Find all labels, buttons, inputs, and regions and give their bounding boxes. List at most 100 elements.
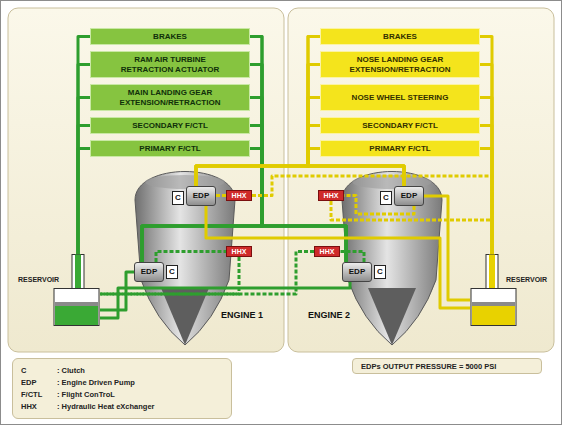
hydraulic-line bbox=[142, 149, 262, 263]
hydraulic-line bbox=[250, 126, 346, 263]
hydraulic-line bbox=[78, 37, 90, 255]
hydraulic-line bbox=[100, 282, 350, 318]
node-text: EDP bbox=[349, 267, 365, 277]
node-text: NOSE WHEEL STEERING bbox=[352, 93, 449, 103]
node-text: SECONDARY F/CTL bbox=[362, 121, 438, 131]
yellow-system-consumer: PRIMARY F/CTL bbox=[320, 140, 480, 157]
yellow-system-consumer: SECONDARY F/CTL bbox=[320, 117, 480, 134]
hydraulic-line bbox=[196, 149, 320, 187]
node-text: : Engine Driven Pump bbox=[57, 378, 223, 387]
clutch-box: C bbox=[172, 191, 184, 205]
hydraulic-line bbox=[78, 149, 90, 255]
reservoir-symbol bbox=[470, 254, 552, 326]
node-text: PRIMARY F/CTL bbox=[139, 144, 200, 154]
node-text: HHX bbox=[232, 248, 247, 256]
hydraulic-line bbox=[344, 196, 414, 215]
node-text: EDP bbox=[141, 267, 157, 277]
node-text: HHX bbox=[324, 192, 339, 200]
node-text: C bbox=[21, 366, 55, 375]
yellow-system-panel bbox=[288, 8, 554, 352]
engine-nacelle bbox=[135, 172, 235, 346]
clutch-box: C bbox=[374, 265, 386, 279]
node-text: F/CTL bbox=[21, 390, 55, 399]
reservoir-body bbox=[54, 289, 99, 326]
hydraulic-line bbox=[196, 37, 320, 187]
node-text: EDPs OUTPUT PRESSURE = 5000 PSI bbox=[361, 362, 496, 371]
engine-driven-pump: EDP bbox=[134, 262, 164, 282]
node-text: : Hydraulic Heat eXchanger bbox=[57, 402, 223, 411]
heat-exchanger: HHX bbox=[318, 190, 344, 201]
hydraulic-line bbox=[480, 65, 492, 255]
hydraulic-line bbox=[142, 126, 262, 263]
exhaust-cone bbox=[161, 288, 209, 345]
reservoir-stem bbox=[72, 255, 84, 289]
note-box: EDPs OUTPUT PRESSURE = 5000 PSI bbox=[352, 358, 542, 374]
node-text: MAIN LANDING GEAR EXTENSION/RETRACTION bbox=[108, 88, 232, 108]
node-text: : Flight ConTroL bbox=[57, 390, 223, 399]
hydraulic-line bbox=[216, 194, 226, 197]
engine-driven-pump: EDP bbox=[186, 186, 216, 206]
node-text: : Clutch bbox=[57, 366, 223, 375]
engine-nacelle bbox=[342, 172, 442, 346]
hydraulic-line bbox=[308, 126, 404, 187]
hydraulic-line bbox=[252, 176, 492, 254]
exhaust-cone bbox=[368, 288, 416, 345]
hydraulic-line bbox=[100, 252, 314, 295]
node-text: BRAKES bbox=[153, 32, 187, 42]
green-system-consumer: SECONDARY F/CTL bbox=[90, 117, 250, 134]
heat-exchanger: HHX bbox=[226, 246, 252, 257]
green-system-consumer: RAM AIR TURBINE RETRACTION ACTUATOR bbox=[90, 51, 250, 78]
reservoir-piston bbox=[472, 302, 515, 306]
green-system-consumer: BRAKES bbox=[90, 28, 250, 45]
yellow-system-consumer: NOSE WHEEL STEERING bbox=[320, 84, 480, 111]
hydraulic-line bbox=[206, 206, 470, 308]
yellow-system-consumer: NOSE LANDING GEAR EXTENSION/RETRACTION bbox=[320, 51, 480, 78]
node-text: RAM AIR TURBINE RETRACTION ACTUATOR bbox=[108, 55, 232, 75]
node-text: PRIMARY F/CTL bbox=[369, 144, 430, 154]
node-text: SECONDARY F/CTL bbox=[132, 121, 208, 131]
reservoir-fluid bbox=[55, 306, 98, 325]
reservoir: RESERVOIR bbox=[18, 254, 100, 326]
node-text: HHX bbox=[21, 402, 55, 411]
hydraulic-line bbox=[78, 65, 90, 255]
hydraulic-line bbox=[250, 37, 346, 263]
node-text: C bbox=[377, 267, 383, 277]
node-text: NOSE LANDING GEAR EXTENSION/RETRACTION bbox=[338, 55, 462, 75]
node-text: C bbox=[169, 267, 175, 277]
hydraulic-line bbox=[196, 65, 320, 187]
hydraulic-line bbox=[308, 65, 404, 187]
clutch-box: C bbox=[166, 265, 178, 279]
hydraulic-line bbox=[480, 98, 492, 255]
node-text: ENGINE 2 bbox=[308, 310, 450, 320]
hydraulic-line bbox=[142, 98, 262, 263]
hydraulic-line bbox=[196, 98, 320, 187]
hydraulic-line bbox=[250, 65, 346, 263]
hydraulic-line bbox=[424, 196, 470, 300]
hydraulic-line bbox=[250, 149, 346, 263]
hydraulic-line bbox=[156, 252, 226, 263]
reservoir-stem bbox=[486, 255, 498, 289]
hydraulic-line bbox=[142, 37, 262, 263]
reservoir: RESERVOIR bbox=[470, 254, 552, 326]
hydraulic-line bbox=[196, 126, 320, 187]
node-text: RESERVOIR bbox=[506, 276, 552, 284]
engine-driven-pump: EDP bbox=[394, 186, 424, 206]
hydraulic-line bbox=[78, 98, 90, 255]
green-system-panel bbox=[8, 8, 284, 352]
hydraulic-line bbox=[100, 257, 239, 294]
yellow-system-consumer: BRAKES bbox=[320, 28, 480, 45]
hydraulic-line bbox=[331, 201, 492, 254]
hydraulic-line bbox=[142, 65, 262, 263]
node-text: RESERVOIR bbox=[18, 276, 100, 284]
hydraulic-line bbox=[480, 126, 492, 255]
hydraulic-line bbox=[480, 149, 492, 255]
heat-exchanger: HHX bbox=[226, 190, 252, 201]
reservoir-piston bbox=[55, 302, 98, 306]
node-text: C bbox=[175, 193, 181, 203]
node-text: EDP bbox=[401, 191, 417, 201]
engine-driven-pump: EDP bbox=[342, 262, 372, 282]
heat-exchanger: HHX bbox=[314, 246, 340, 257]
node-text: C bbox=[383, 193, 389, 203]
